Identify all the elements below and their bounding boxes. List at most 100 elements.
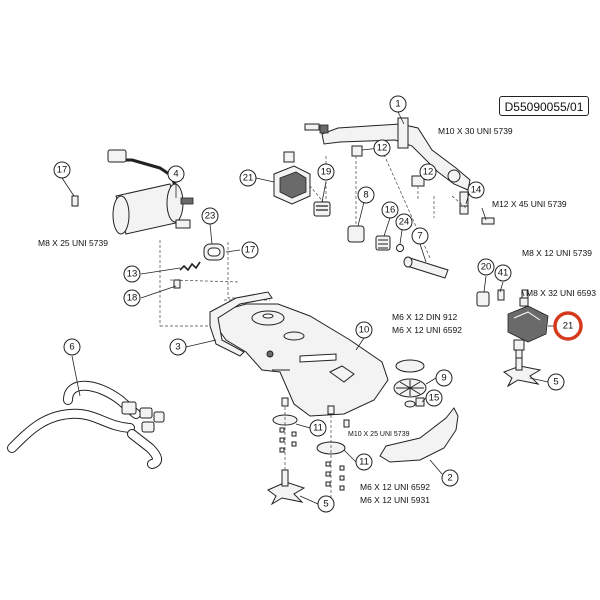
small-bolt-part <box>71 195 79 207</box>
svg-text:18: 18 <box>127 293 138 304</box>
fastener-spec-label: M6 X 12 UNI 6592 <box>392 325 462 335</box>
callout-15: 15 <box>425 389 443 407</box>
pulley-part-main <box>251 310 285 326</box>
svg-text:3: 3 <box>175 342 180 353</box>
callout-23: 23 <box>201 207 219 225</box>
svg-text:2: 2 <box>447 473 452 484</box>
callout-10: 10 <box>355 321 373 339</box>
callout-14: 14 <box>467 181 485 199</box>
fastener-spec-label: M8 X 25 UNI 5739 <box>38 238 108 248</box>
bushing-part <box>347 225 365 243</box>
svg-text:23: 23 <box>205 211 216 222</box>
fastener-spec-label: M8 X 32 UNI 6593 <box>526 288 596 298</box>
callout-3: 3 <box>169 338 187 356</box>
svg-text:10: 10 <box>359 325 370 336</box>
svg-text:5: 5 <box>323 499 328 510</box>
svg-text:12: 12 <box>423 167 434 178</box>
callout-41: 41 <box>494 264 512 282</box>
small-bolt-part <box>173 279 181 289</box>
callout-12-top: 12 <box>373 139 391 157</box>
callout-21-highlighted: 21 <box>553 311 583 341</box>
svg-text:12: 12 <box>377 143 388 154</box>
callout-17-top: 17 <box>53 161 71 179</box>
callout-12-mid: 12 <box>419 163 437 181</box>
callout-6: 6 <box>63 338 81 356</box>
callout-11-right: 11 <box>355 453 373 471</box>
blade-holder-part-lower <box>267 469 306 506</box>
spring-part <box>179 261 201 272</box>
nut-part <box>266 350 274 358</box>
fastener-spec-label: M8 X 12 UNI 5739 <box>522 248 592 258</box>
flange-plate-part <box>316 405 346 500</box>
leader-lines <box>61 111 556 505</box>
bolt-part-14 <box>459 205 469 215</box>
svg-text:4: 4 <box>173 169 178 180</box>
svg-text:9: 9 <box>441 373 446 384</box>
svg-text:8: 8 <box>363 190 368 201</box>
chassis-plate-part <box>215 303 389 417</box>
assembly-line <box>227 149 467 299</box>
svg-text:15: 15 <box>429 393 440 404</box>
callout-11-left: 11 <box>309 419 327 437</box>
bolt-stack-part <box>279 419 350 491</box>
electric-motor-part <box>107 149 194 235</box>
fastener-spec-label: M6 X 12 DIN 912 <box>392 312 457 322</box>
callout-17-mid: 17 <box>241 241 259 259</box>
svg-text:21: 21 <box>563 321 574 332</box>
bushing-part-20 <box>476 291 490 307</box>
svg-text:41: 41 <box>498 268 509 279</box>
callout-1: 1 <box>389 95 407 113</box>
guard-part <box>209 291 273 357</box>
callout-2: 2 <box>441 469 459 487</box>
svg-text:21: 21 <box>243 173 254 184</box>
pulley-part <box>313 201 331 217</box>
bracket-part-12a <box>351 145 363 157</box>
spring-bushing-part <box>375 235 391 251</box>
bolt-m12-part <box>481 217 495 225</box>
shaft-part <box>403 256 449 279</box>
fastener-spec-label: M6 X 12 UNI 5931 <box>360 495 430 505</box>
water-hose-part <box>7 380 165 469</box>
fastener-spec-label: M10 X 25 UNI 5739 <box>348 431 410 438</box>
svg-text:20: 20 <box>481 262 492 273</box>
callout-20: 20 <box>477 258 495 276</box>
callout-9: 9 <box>435 369 453 387</box>
svg-text:11: 11 <box>359 457 369 468</box>
svg-text:17: 17 <box>57 165 68 176</box>
fastener-spec-label: M10 X 30 UNI 5739 <box>438 126 513 136</box>
svg-text:14: 14 <box>471 185 482 196</box>
callout-13: 13 <box>123 265 141 283</box>
gearbox-part-right <box>507 297 549 363</box>
fastener-spec-label: M12 X 45 UNI 5739 <box>492 199 567 209</box>
fastener-spec-label: M6 X 12 UNI 6592 <box>360 482 430 492</box>
callout-21-top: 21 <box>239 169 257 187</box>
bolt-part-15 <box>415 397 425 407</box>
svg-text:17: 17 <box>245 245 256 256</box>
callout-16: 16 <box>381 201 399 219</box>
bracket-part <box>329 365 355 383</box>
callout-5-right: 5 <box>547 373 565 391</box>
blade-holder-part-right <box>502 357 542 388</box>
gearbox-part <box>273 151 311 205</box>
callout-5-lower: 5 <box>317 495 335 513</box>
callout-4: 4 <box>167 165 185 183</box>
small-pulley-part <box>283 331 305 341</box>
svg-text:5: 5 <box>553 377 558 388</box>
callout-7: 7 <box>411 227 429 245</box>
svg-text:11: 11 <box>313 423 323 434</box>
lower-guard-part <box>379 407 459 463</box>
svg-text:6: 6 <box>69 342 74 353</box>
svg-text:24: 24 <box>399 217 410 228</box>
callout-18: 18 <box>123 289 141 307</box>
svg-text:16: 16 <box>385 205 396 216</box>
bolt-part <box>304 123 329 134</box>
ring-part <box>396 244 404 252</box>
callout-8: 8 <box>357 186 375 204</box>
key-part <box>497 289 505 301</box>
svg-text:7: 7 <box>417 231 422 242</box>
belt-part <box>203 243 225 261</box>
svg-text:13: 13 <box>127 269 138 280</box>
drawing-code-label: D55090055/01 <box>499 96 589 116</box>
assembly-line <box>159 240 270 327</box>
